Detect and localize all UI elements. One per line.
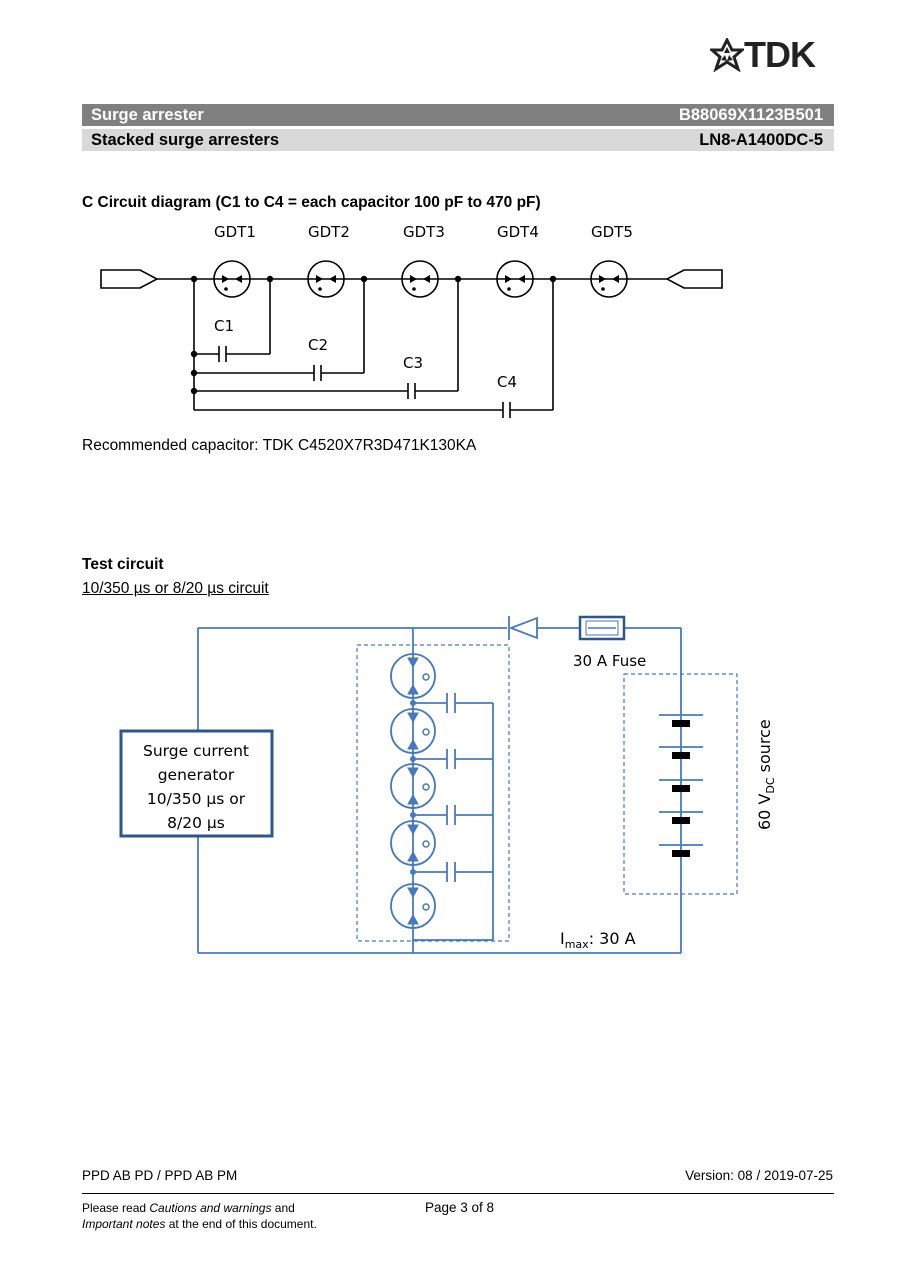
imax-label: Imax: 30 A (560, 929, 636, 951)
footer-version: Version: 08 / 2019-07-25 (685, 1168, 833, 1183)
gdt1-label: GDT1 (214, 223, 256, 241)
tdk-logo-mark-icon (708, 36, 746, 73)
gdt2-symbol-icon (307, 260, 345, 298)
footer-divider (82, 1193, 834, 1194)
part-number: LN8-A1400DC-5 (699, 131, 823, 149)
surge-generator-box (119, 729, 274, 838)
recommended-capacitor: Recommended capacitor: TDK C4520X7R3D471… (82, 437, 477, 454)
gdt5-label: GDT5 (591, 223, 633, 241)
ordering-code: B88069X1123B501 (678, 106, 823, 124)
product-type: Surge arrester (91, 106, 204, 124)
circuit-diagram-heading: C Circuit diagram (C1 to C4 = each capac… (82, 194, 541, 211)
gdt2-label: GDT2 (308, 223, 350, 241)
c2-label: C2 (308, 336, 328, 354)
output-terminal-icon (665, 269, 723, 289)
generator-line-4: 8/20 µs (167, 814, 225, 832)
gdt3-label: GDT3 (403, 223, 445, 241)
input-terminal-icon (100, 269, 159, 289)
gdt1-symbol-icon (213, 260, 251, 298)
generator-line-2: generator (158, 766, 235, 784)
dc-source-box (623, 673, 738, 895)
diode-icon (508, 616, 538, 640)
tdk-logo: TDK (708, 34, 840, 75)
page-number: Page 3 of 8 (425, 1200, 495, 1215)
dc-source-label: 60 VDC source (755, 719, 777, 830)
footer-department: PPD AB PD / PPD AB PM (82, 1168, 238, 1183)
header-band-series: Stacked surge arresters LN8-A1400DC-5 (82, 129, 834, 151)
note-text-3: at the end of this document. (165, 1217, 317, 1231)
note-text-2: and (271, 1201, 295, 1215)
gdt3-symbol-icon (401, 260, 439, 298)
series-name: Stacked surge arresters (91, 131, 280, 149)
generator-line-1: Surge current (143, 742, 249, 760)
gdt4-symbol-icon (496, 260, 534, 298)
test-circuit-diagram: Surge current generator 10/350 µs or 8/2… (119, 615, 777, 954)
header-band-product: Surge arrester B88069X1123B501 (82, 104, 834, 126)
fuse-label: 30 A Fuse (573, 652, 646, 670)
gdt5-symbol-icon (590, 260, 628, 298)
test-circuit-subheading: 10/350 µs or 8/20 µs circuit (82, 580, 269, 597)
test-circuit-heading: Test circuit (82, 556, 164, 573)
c4-label: C4 (497, 373, 517, 391)
note-text-1: Please read (82, 1201, 150, 1215)
c1-label: C1 (214, 317, 234, 335)
logo-text: TDK (744, 34, 816, 75)
circuit-diagram: GDT1 GDT2 GDT3 GDT4 GDT5 C1 C2 C3 C4 (100, 223, 723, 418)
cautions-link: Cautions and warnings (149, 1201, 272, 1215)
generator-line-3: 10/350 µs or (147, 790, 246, 808)
gdt4-label: GDT4 (497, 223, 539, 241)
important-notes-link: Important notes (82, 1217, 166, 1231)
footer-note: Please read Cautions and warnings and Im… (82, 1200, 317, 1232)
c3-label: C3 (403, 354, 423, 372)
